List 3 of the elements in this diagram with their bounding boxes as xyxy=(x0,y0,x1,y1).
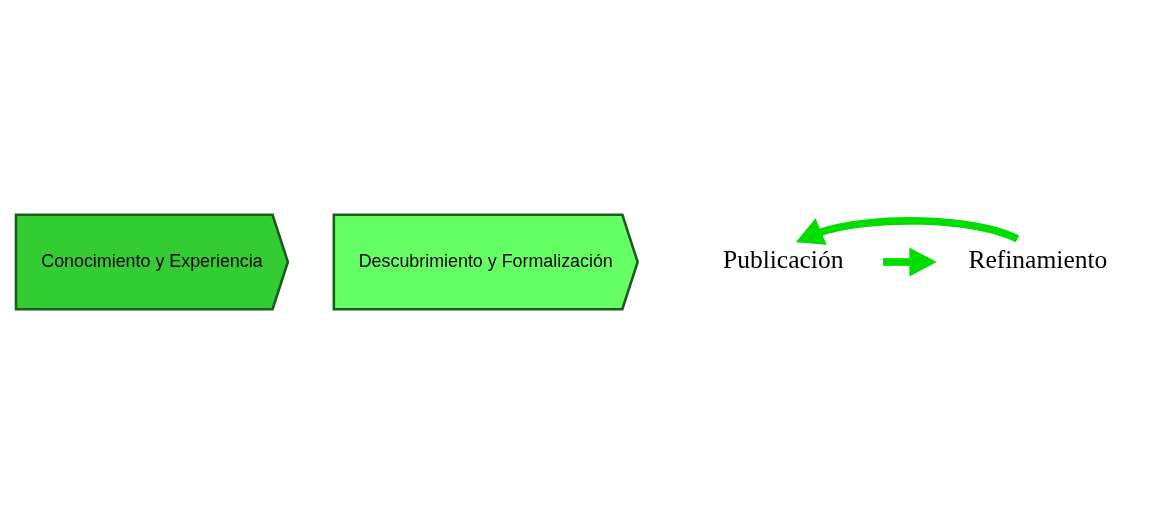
node-text: Refinamiento xyxy=(968,245,1108,275)
arrow xyxy=(795,217,1019,245)
node-text: Publicación xyxy=(722,245,844,275)
